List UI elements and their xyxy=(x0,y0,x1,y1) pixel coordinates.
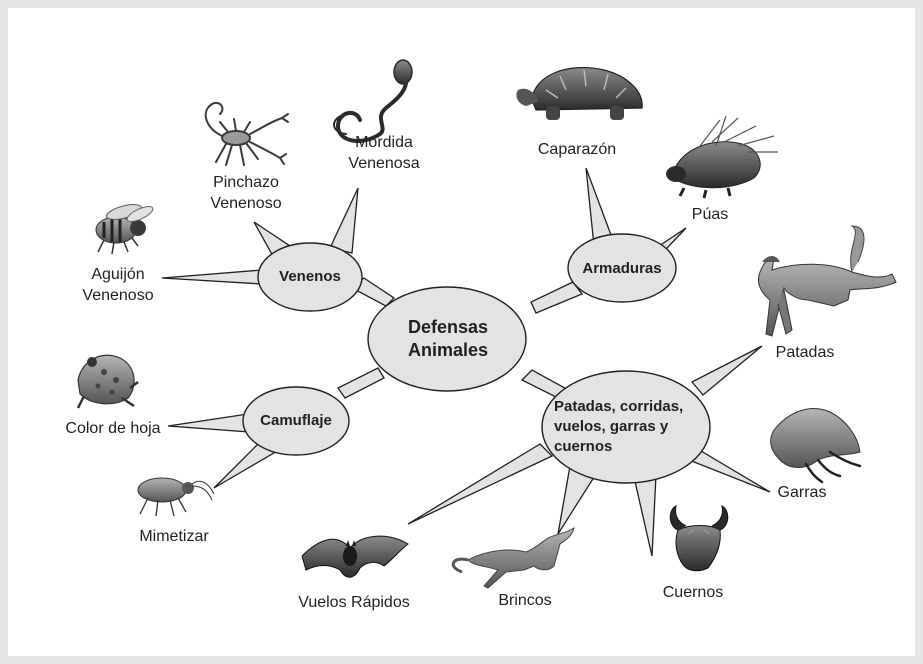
connector-camuflaje-center xyxy=(338,368,384,398)
leaf-color-de-hoja: Color de hoja xyxy=(48,418,178,439)
connector-armaduras-center xyxy=(531,282,582,313)
spike-mordida xyxy=(330,188,358,253)
leaf-aguijon-venenoso: Aguijón Venenoso xyxy=(68,264,168,306)
venenos-node-label: Venenos xyxy=(260,267,360,287)
bat-illustration xyxy=(302,536,408,577)
bull-illustration xyxy=(670,506,728,571)
spike-cuernos xyxy=(634,475,656,556)
leaf-vuelos-rapidos: Vuelos Rápidos xyxy=(284,592,424,613)
cobra-illustration xyxy=(334,60,412,141)
camuflaje-node-label: Camuflaje xyxy=(246,411,346,431)
leaf-puas: Púas xyxy=(680,204,740,225)
kangaroo-illustration xyxy=(453,528,574,588)
bee-illustration xyxy=(96,202,155,254)
patadas-node-label: Patadas, corridas, vuelos, garras y cuer… xyxy=(554,397,714,457)
leaf-garras: Garras xyxy=(762,482,842,503)
frog-illustration xyxy=(78,355,138,408)
horse-illustration xyxy=(758,226,896,336)
spike-vuelos xyxy=(408,444,552,524)
leaf-cuernos: Cuernos xyxy=(648,582,738,603)
scorpion-illustration xyxy=(206,103,288,165)
claw-illustration xyxy=(771,409,860,482)
leaf-mimetizar: Mimetizar xyxy=(124,526,224,547)
spike-color-hoja xyxy=(168,414,250,432)
leaf-patadas: Patadas xyxy=(760,342,850,363)
turtle-illustration xyxy=(516,68,642,120)
leaf-caparazon: Caparazón xyxy=(522,139,632,160)
diagram-frame: Defensas Animales Venenos Armaduras Camu… xyxy=(8,8,915,656)
leaf-brincos: Brincos xyxy=(480,590,570,611)
leaf-pinchazo-venenoso: Pinchazo Venenoso xyxy=(196,172,296,214)
spike-aguijon xyxy=(162,270,262,284)
armaduras-node-label: Armaduras xyxy=(570,259,674,279)
porcupine-illustration xyxy=(666,116,778,198)
leaf-mordida-venenosa: Mordida Venenosa xyxy=(334,132,434,174)
center-node-label: Defensas Animales xyxy=(368,316,528,362)
aphid-illustration xyxy=(138,478,214,516)
spike-patadas xyxy=(692,346,762,395)
